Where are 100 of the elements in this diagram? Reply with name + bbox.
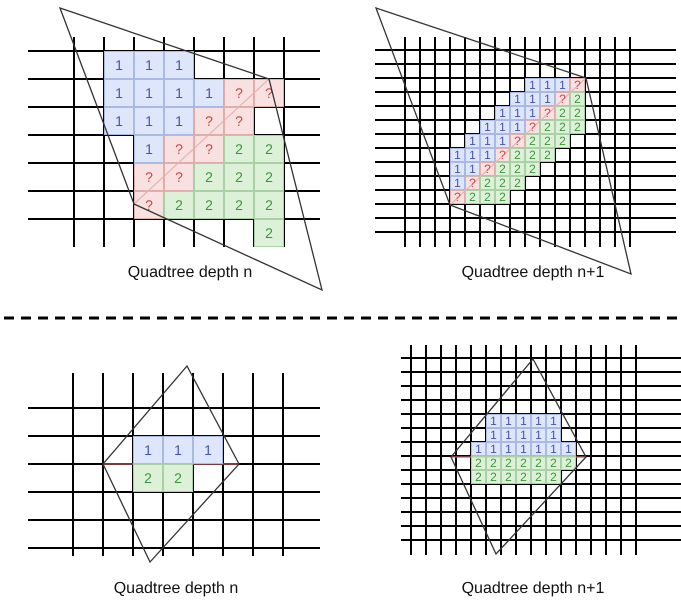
quadtree-cell: 2: [516, 470, 531, 484]
quadtree-cell: 1: [450, 162, 465, 176]
quadtree-cell: 2: [194, 191, 224, 219]
quadtree-cell: ?: [164, 163, 194, 191]
quadtree-cell: 2: [501, 456, 516, 470]
quadtree-cell: ?: [480, 162, 495, 176]
quadtree-cell: 2: [525, 148, 540, 162]
quadtree-cell: ?: [570, 78, 585, 92]
quadtree-cell: 1: [555, 78, 570, 92]
quadtree-cell: 2: [224, 135, 254, 163]
quadtree-cell: 2: [555, 120, 570, 134]
quadtree-cell: 1: [516, 428, 531, 442]
quadtree-cell: 1: [164, 107, 194, 135]
caption: Quadtree depth n+1: [462, 264, 604, 282]
quadtree-cell: 1: [465, 134, 480, 148]
quadtree-cell: 2: [224, 163, 254, 191]
quadtree-cell: 1: [465, 148, 480, 162]
caption: Quadtree depth n: [128, 264, 252, 282]
quadtree-cell: 1: [495, 134, 510, 148]
quadtree-cell: 1: [531, 442, 546, 456]
quadtree-cell: 1: [465, 162, 480, 176]
quadtree-cell: ?: [465, 176, 480, 190]
quadtree-cell: 2: [570, 92, 585, 106]
quadtree-cell: 1: [531, 414, 546, 428]
quadtree-cell: 2: [546, 470, 561, 484]
quadtree-cell: 1: [104, 79, 134, 107]
quadtree-cell: 1: [546, 428, 561, 442]
quadtree-cell: 2: [570, 106, 585, 120]
quadtree-cell: 1: [495, 120, 510, 134]
quadtree-cell: 2: [133, 464, 163, 492]
quadtree-cell: 2: [510, 148, 525, 162]
quadtree-cell: 2: [531, 456, 546, 470]
quadtree-cell: 2: [561, 456, 576, 470]
quadtree-cell: 2: [555, 106, 570, 120]
quadtree-cell: 2: [525, 134, 540, 148]
quadtree-cell: 1: [501, 414, 516, 428]
quadtree-cell: 1: [480, 120, 495, 134]
quadtree-cell: 2: [540, 120, 555, 134]
quadtree-cell: 1: [193, 436, 223, 464]
quadtree-cell: 1: [510, 92, 525, 106]
quadtree-cell: 2: [546, 456, 561, 470]
quadtree-cell: 2: [525, 162, 540, 176]
quadtree-cell: 1: [486, 414, 501, 428]
quadtree-cell: 2: [194, 163, 224, 191]
quadtree-cell: 1: [525, 106, 540, 120]
quadtree-cell: 2: [480, 190, 495, 204]
quadtree-cell: 2: [555, 134, 570, 148]
quadtree-cell: 1: [450, 148, 465, 162]
quadtree-cell: 1: [134, 107, 164, 135]
quadtree-cell: 1: [486, 428, 501, 442]
quadtree-cell: 2: [471, 470, 486, 484]
quadtree-cell: 2: [495, 176, 510, 190]
quadtree-cell: ?: [134, 191, 164, 219]
quadtree-cell: 2: [540, 148, 555, 162]
quadtree-cell: 1: [104, 107, 134, 135]
quadtree-cell: 1: [450, 176, 465, 190]
quadtree-cell: 2: [480, 176, 495, 190]
quadtree-cell: 1: [104, 51, 134, 79]
quadtree-cell: 1: [486, 442, 501, 456]
quadtree-cell: 2: [471, 456, 486, 470]
quadtree-cell: 1: [194, 79, 224, 107]
quadtree-cell: 2: [516, 456, 531, 470]
quadtree-cell: 1: [480, 148, 495, 162]
quadtree-cell: 2: [531, 470, 546, 484]
quadtree-cell: 1: [495, 106, 510, 120]
quadtree-cell: 1: [501, 428, 516, 442]
quadtree-cell: 1: [525, 92, 540, 106]
quadtree-cell: 2: [254, 219, 284, 247]
quadtree-cell: 1: [133, 436, 163, 464]
quadtree-cell: 2: [495, 162, 510, 176]
quadtree-cell: ?: [164, 135, 194, 163]
quadtree-cell: 1: [501, 442, 516, 456]
caption: Quadtree depth n+1: [462, 580, 604, 598]
quadtree-cell: ?: [224, 107, 254, 135]
caption: Quadtree depth n: [114, 580, 238, 598]
quadtree-cell: 1: [540, 78, 555, 92]
quadtree-cell: 2: [495, 190, 510, 204]
quadtree-cell: 2: [570, 120, 585, 134]
quadtree-cell: ?: [540, 106, 555, 120]
quadtree-cell: ?: [450, 190, 465, 204]
quadtree-cell: 2: [510, 176, 525, 190]
quadtree-cell: 1: [540, 92, 555, 106]
quadtree-cell: ?: [194, 107, 224, 135]
quadtree-cell: 1: [546, 442, 561, 456]
quadtree-cell: 2: [224, 191, 254, 219]
quadtree-cell: 2: [510, 162, 525, 176]
quadtree-cell: 1: [510, 120, 525, 134]
quadtree-cell: 1: [516, 442, 531, 456]
quadtree-cell: 1: [134, 79, 164, 107]
quadtree-cell: 2: [254, 163, 284, 191]
quadtree-cell: ?: [555, 92, 570, 106]
quadtree-cell: 1: [546, 414, 561, 428]
quadtree-cell: 1: [164, 79, 194, 107]
quadtree-cell: ?: [495, 148, 510, 162]
quadtree-cell: 1: [480, 134, 495, 148]
quadtree-cell: 1: [164, 51, 194, 79]
quadtree-cell: 2: [501, 470, 516, 484]
quadtree-cell: 2: [465, 190, 480, 204]
quadtree-cell: 1: [134, 135, 164, 163]
quadtree-cell: 2: [540, 134, 555, 148]
